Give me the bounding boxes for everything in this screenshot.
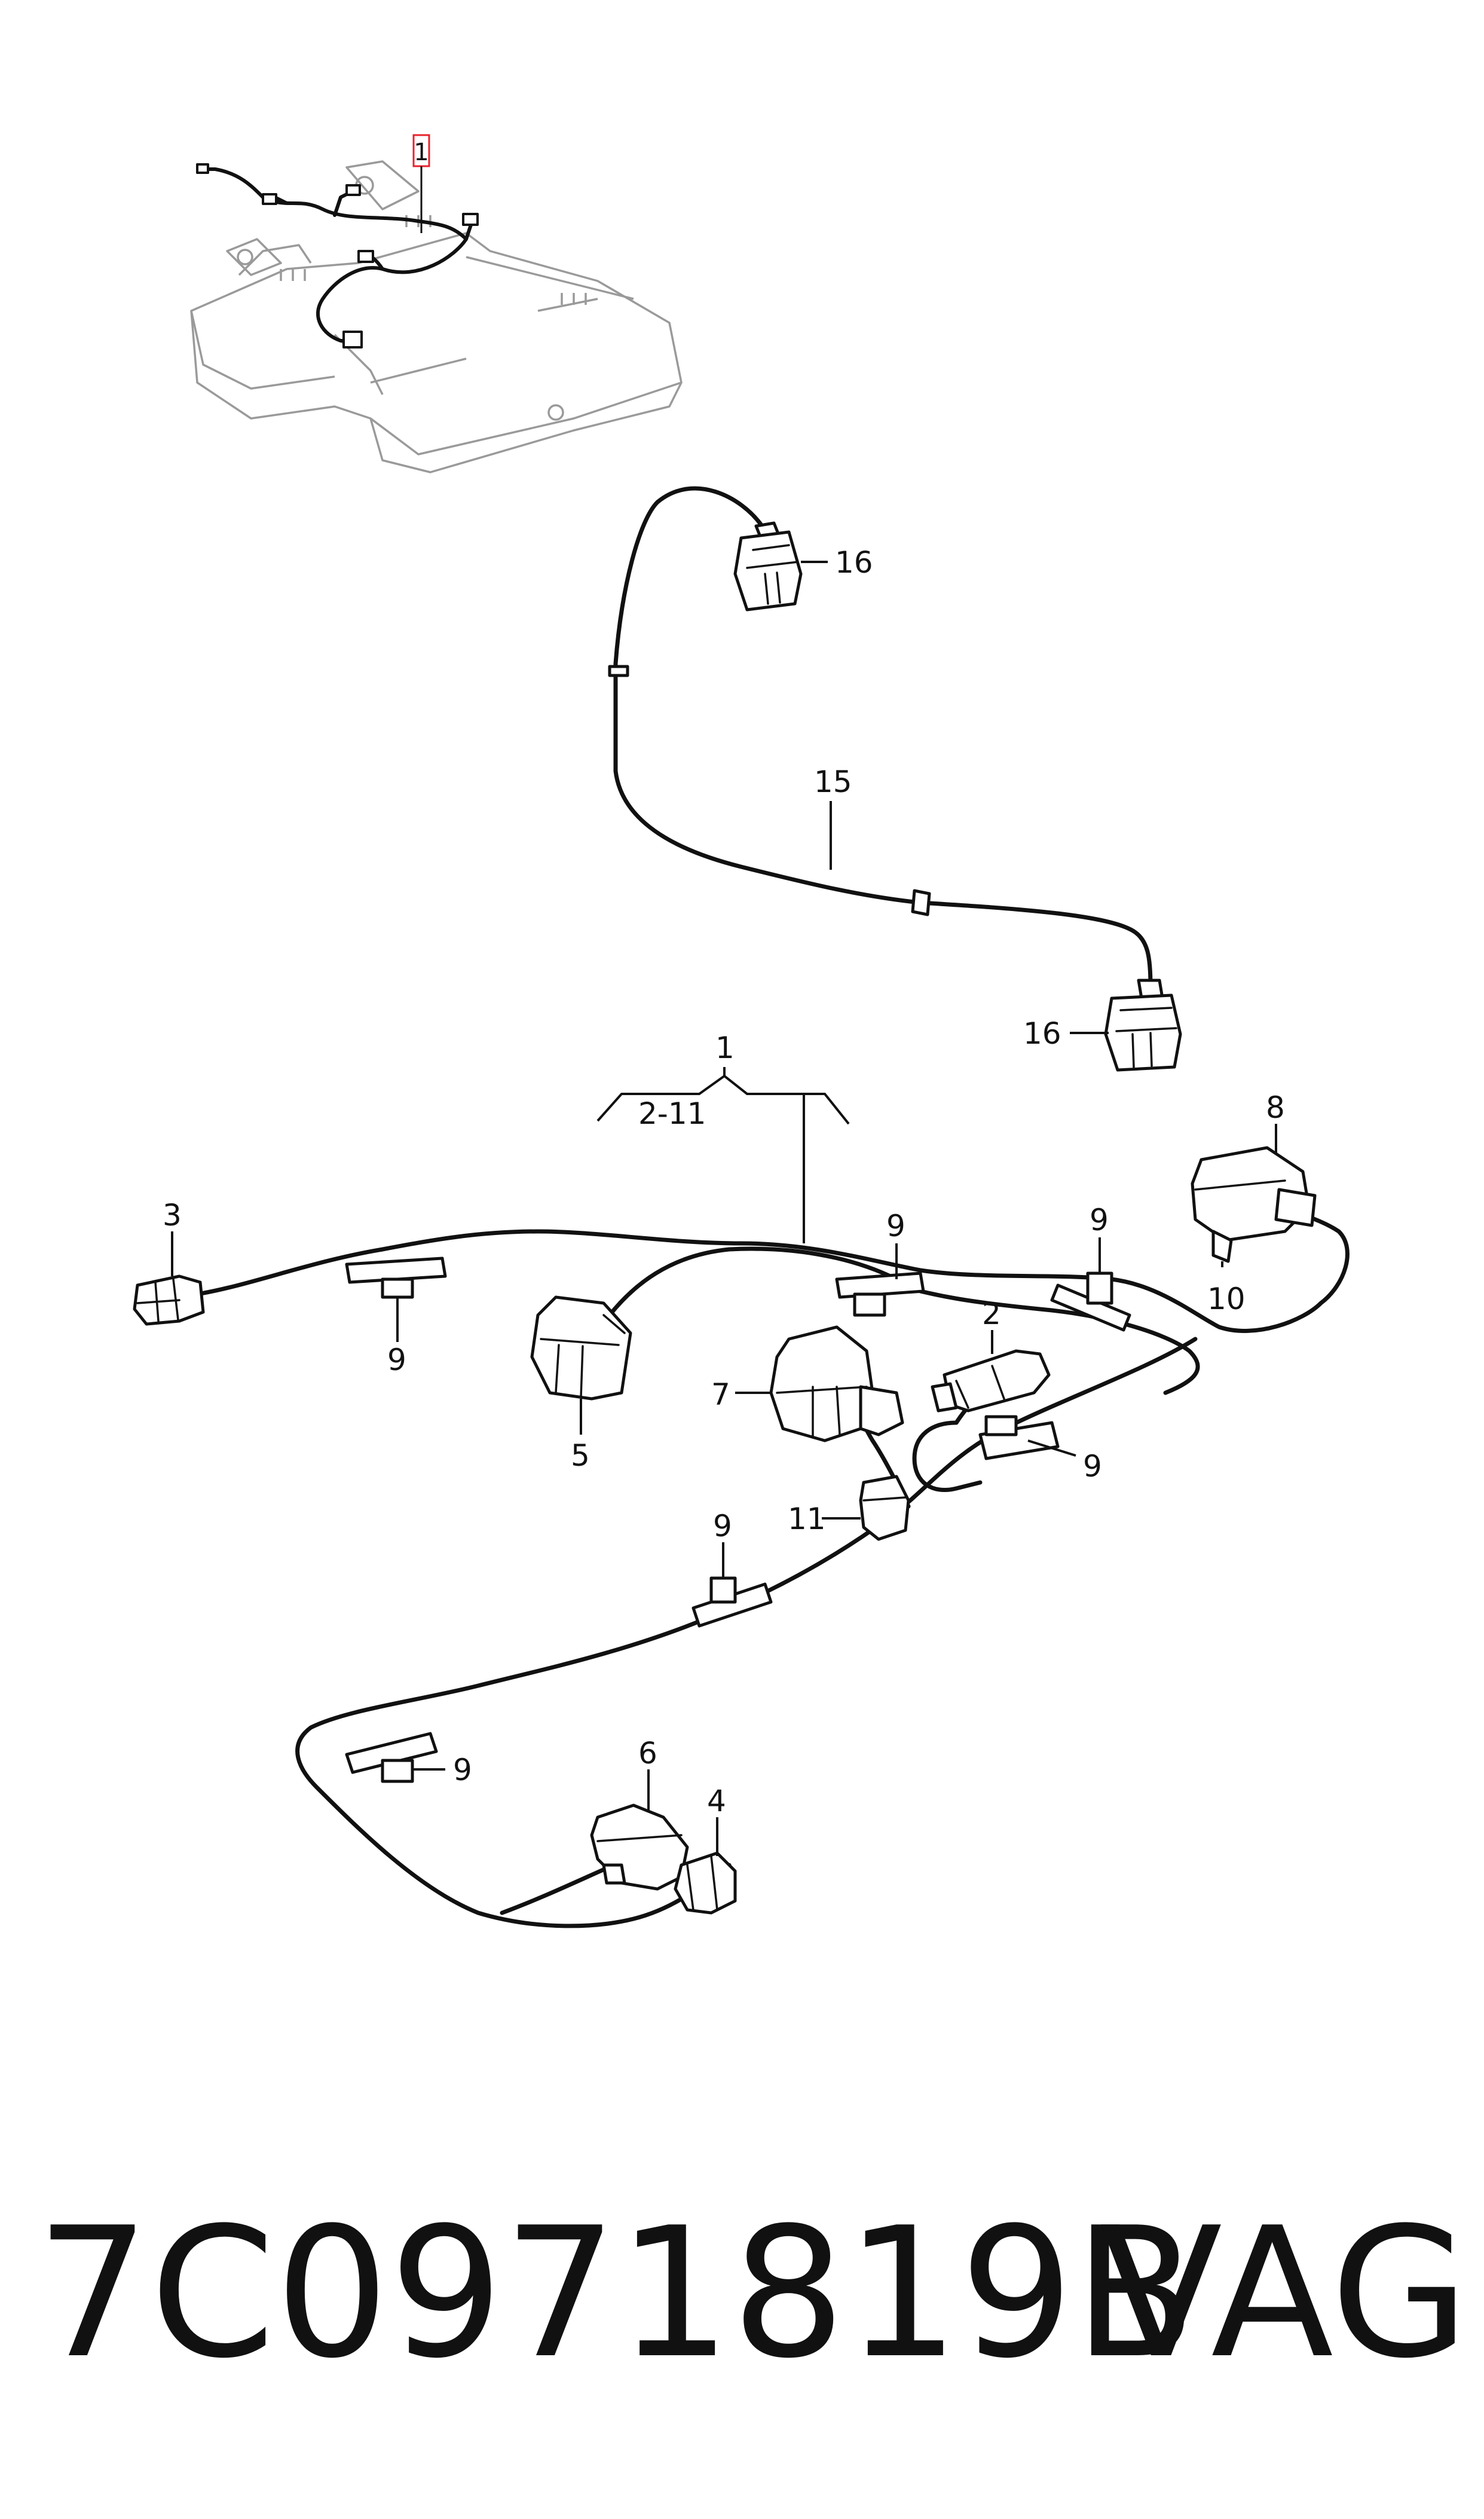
- callout-range-2-11: 2-11: [638, 1096, 706, 1131]
- callout-9-right: 9: [1090, 1203, 1109, 1237]
- group-bracket: 1 2-11: [596, 1031, 850, 1243]
- callout-16-bottom: 16: [1023, 1016, 1061, 1051]
- clip-9-center: [835, 1271, 925, 1317]
- clip-9-right: [1050, 1271, 1131, 1332]
- callout-2: 2: [982, 1297, 1001, 1331]
- clip-10: [1211, 1230, 1233, 1263]
- callout-16-top: 16: [835, 545, 873, 580]
- callout-15: 15: [814, 765, 852, 799]
- location-thumbnail: 1: [190, 134, 683, 473]
- callout-1: 1: [715, 1031, 735, 1065]
- connector-6: [590, 1803, 689, 1891]
- clip-9-right-middle: [978, 1415, 1060, 1460]
- connector-11: [859, 1475, 910, 1541]
- callout-9-lower-left: 9: [453, 1753, 472, 1787]
- thumbnail-ref-box: [412, 134, 430, 167]
- callout-7: 7: [711, 1377, 730, 1412]
- cable-15: [608, 486, 1153, 989]
- connector-2: [931, 1349, 1051, 1413]
- callout-10: 10: [1207, 1282, 1246, 1316]
- callout-11: 11: [788, 1502, 826, 1536]
- connector-16-bottom: [1104, 979, 1182, 1072]
- callout-3: 3: [163, 1198, 182, 1233]
- callout-9-mid: 9: [713, 1509, 732, 1543]
- connector-4: [674, 1851, 737, 1915]
- thumbnail-ref-label: 1: [414, 139, 429, 166]
- callout-4: 4: [707, 1784, 726, 1818]
- part-number: 7C0971819B: [36, 2189, 1197, 2398]
- callout-6: 6: [638, 1736, 657, 1771]
- clip-9-lower-left: [345, 1732, 438, 1783]
- callout-8: 8: [1266, 1090, 1285, 1125]
- brand-name: VAG: [1100, 2189, 1469, 2398]
- connector-3: [133, 1274, 205, 1326]
- callout-5: 5: [571, 1438, 590, 1473]
- connector-8: [1191, 1146, 1317, 1242]
- connector-5: [530, 1295, 632, 1401]
- callout-9-right-middle: 9: [1083, 1449, 1102, 1484]
- clip-9-mid: [691, 1576, 773, 1628]
- clip-9-left: [345, 1257, 447, 1299]
- callout-9-center: 9: [886, 1209, 905, 1243]
- callout-9-left: 9: [387, 1343, 406, 1377]
- connector-7: [769, 1325, 904, 1442]
- connector-16-top: [733, 521, 803, 612]
- main-harness: [195, 1205, 1350, 1928]
